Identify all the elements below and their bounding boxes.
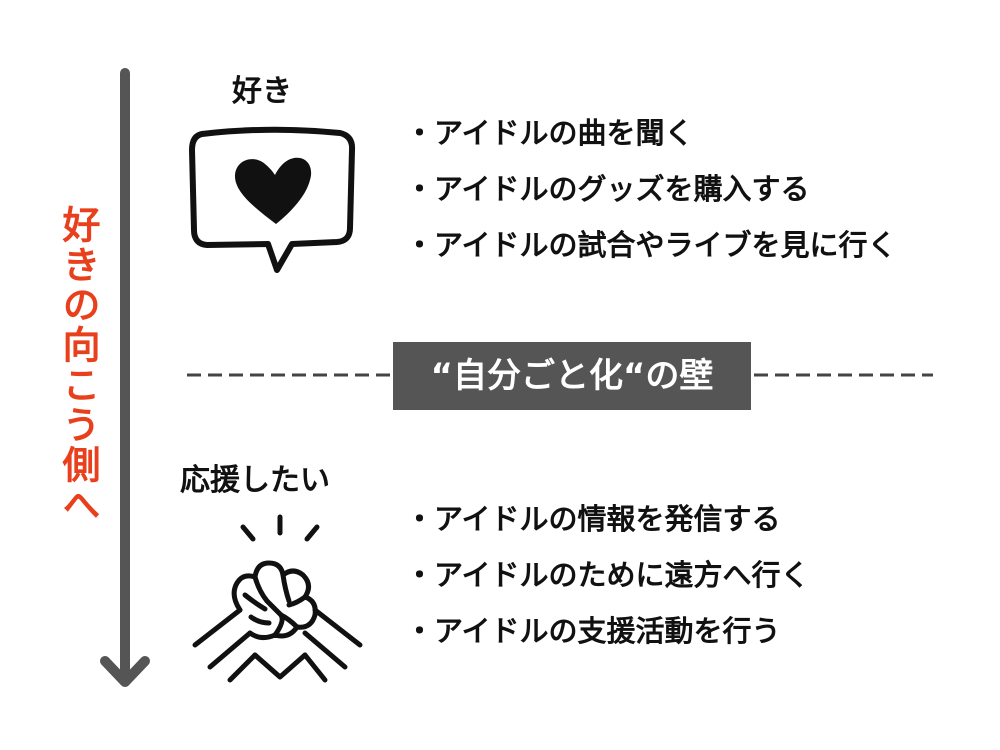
dashed-divider bbox=[187, 373, 933, 377]
support-actions-list: ・アイドルの情報を発信する ・アイドルのために遠方へ行く ・アイドルの支援活動を… bbox=[405, 491, 810, 659]
handshake-icon bbox=[192, 514, 363, 683]
like-section-title: 好き bbox=[232, 74, 292, 109]
wall-label: “自分ごと化“の壁 bbox=[393, 342, 751, 410]
list-item: ・アイドルのグッズを購入する bbox=[405, 172, 810, 206]
list-item: ・アイドルの曲を聞く bbox=[405, 116, 694, 150]
direction-label: 好きの向こう側へ bbox=[56, 205, 100, 525]
list-item: ・アイドルの情報を発信する bbox=[405, 502, 781, 536]
list-item: ・アイドルの支援活動を行う bbox=[405, 614, 781, 648]
list-item: ・アイドルのために遠方へ行く bbox=[405, 558, 810, 592]
heart-speech-bubble-icon bbox=[189, 126, 356, 273]
support-section-title: 応援したい bbox=[180, 463, 330, 498]
down-arrow-icon bbox=[100, 68, 150, 687]
like-actions-list: ・アイドルの曲を聞く ・アイドルのグッズを購入する ・アイドルの試合やライブを見… bbox=[405, 105, 897, 273]
list-item: ・アイドルの試合やライブを見に行く bbox=[405, 228, 897, 262]
